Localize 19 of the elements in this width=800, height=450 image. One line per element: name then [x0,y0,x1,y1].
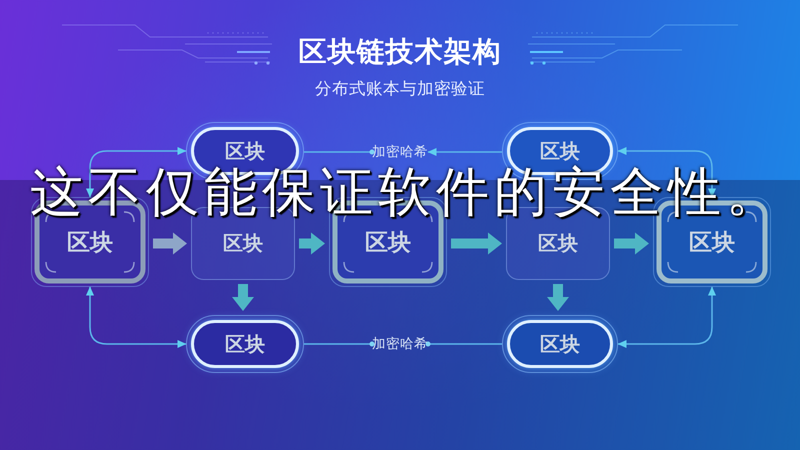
block-arrow [451,232,502,254]
node-label: 加密哈希 [372,335,428,353]
node-label: 加密哈希 [372,143,428,161]
subtitle: 分布式账本与加密验证 [315,79,485,99]
arrow [86,146,186,198]
connector-line [426,342,502,346]
pill-node: 区块 [502,315,618,373]
arrow [618,286,716,348]
connector-line [304,342,374,346]
block-arrow [232,284,254,311]
connector-line [304,150,374,154]
block-arrow [299,232,325,254]
arrow [428,148,502,156]
arrow [86,286,186,348]
title: 区块链技术架构 [298,34,502,70]
block-arrow [153,232,187,254]
block-arrow [614,232,649,254]
block-arrow [547,284,569,311]
pill-node: 区块 [186,315,304,373]
